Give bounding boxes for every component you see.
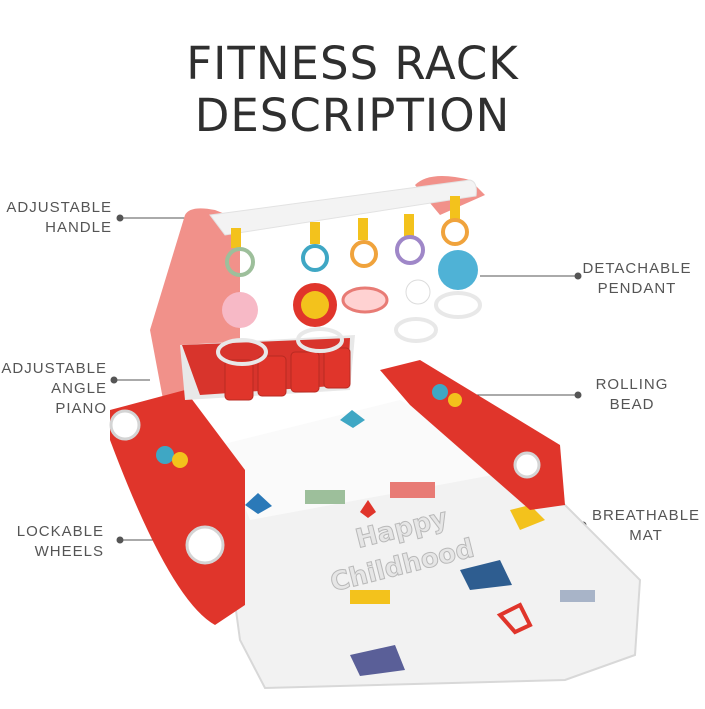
title-line-1: FITNESS RACK — [186, 37, 519, 90]
title-line-2: DESCRIPTION — [194, 89, 511, 142]
label-adjustable-angle-piano: ADJUSTABLE ANGLE PIANO — [1, 360, 107, 417]
label-breathable-mat: BREATHABLE MAT — [591, 507, 701, 544]
label-rolling-bead: ROLLING BEAD — [595, 376, 669, 413]
play-frame — [109, 176, 565, 625]
label-lockable-wheels: LOCKABLE WHEELS — [16, 523, 104, 560]
page-title: FITNESS RACK DESCRIPTION — [0, 38, 705, 142]
label-detachable-pendant: DETACHABLE PENDANT — [582, 260, 692, 297]
label-adjustable-handle: ADJUSTABLE HANDLE — [6, 199, 112, 236]
pendants — [216, 196, 482, 366]
